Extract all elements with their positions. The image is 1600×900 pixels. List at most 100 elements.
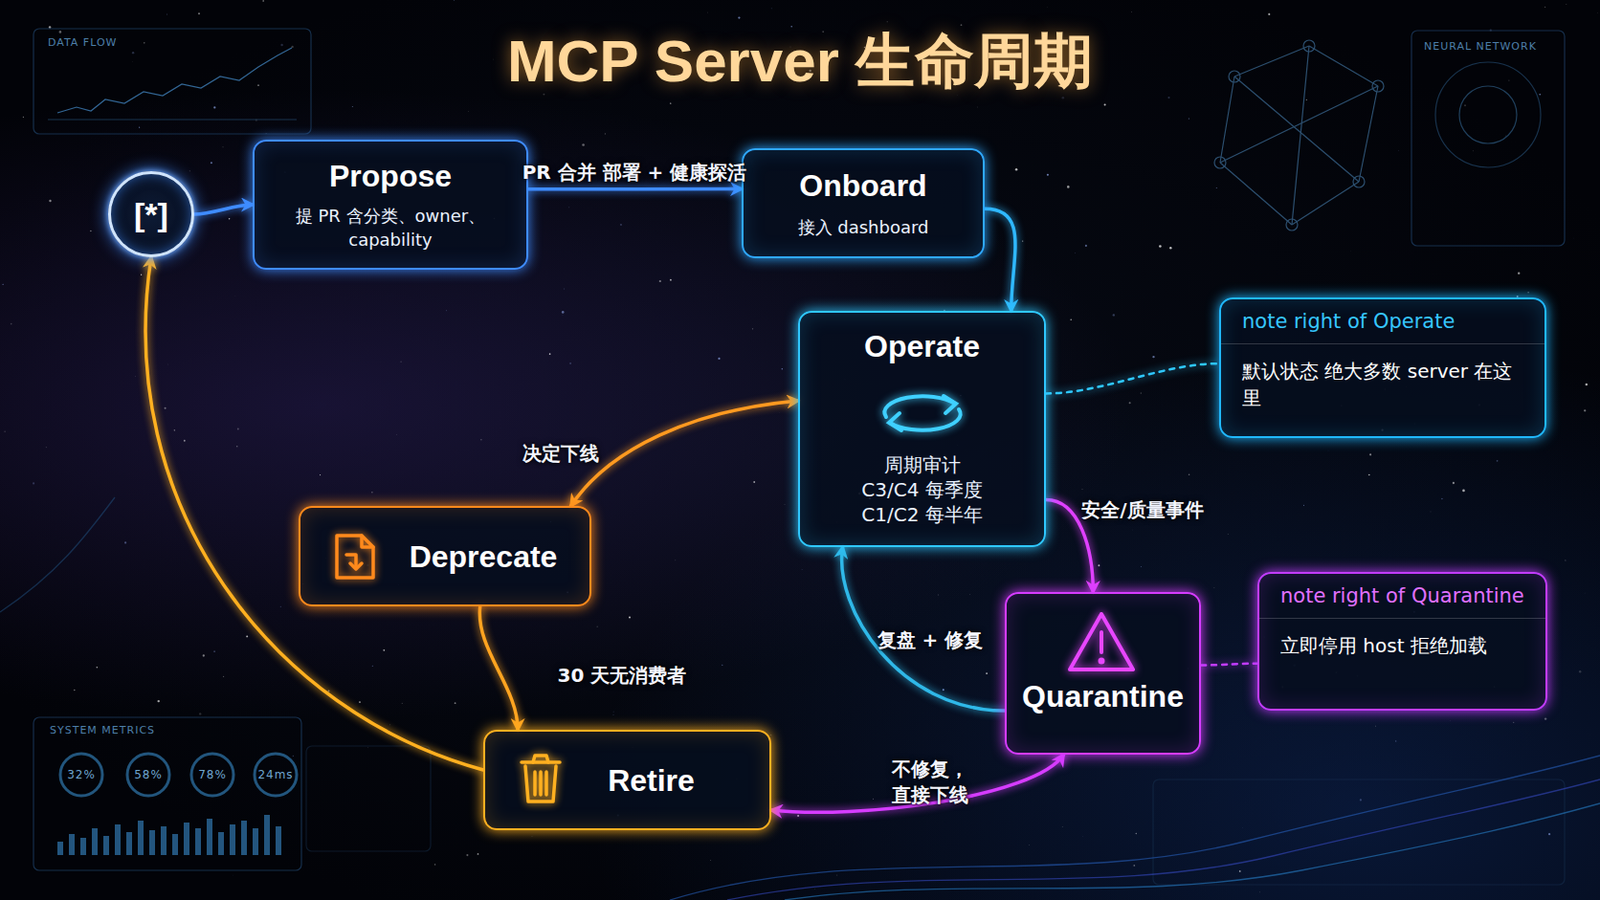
node-title: note right of Operate	[1221, 299, 1545, 345]
star	[132, 60, 134, 63]
node-title: Retire	[607, 762, 695, 800]
star	[1464, 104, 1467, 107]
star	[1112, 313, 1115, 316]
star	[1069, 319, 1072, 322]
star	[371, 491, 373, 493]
star	[156, 700, 159, 703]
hud-label: NEURAL NETWORK	[1423, 40, 1537, 53]
star	[1350, 250, 1352, 252]
star	[753, 481, 756, 484]
star	[752, 328, 754, 330]
hud-label: 78%	[198, 768, 227, 782]
star	[1066, 185, 1070, 189]
star	[189, 170, 191, 172]
star	[969, 593, 972, 596]
node-body: 默认状态 绝大多数 server 在这里	[1221, 344, 1545, 412]
star	[1548, 833, 1551, 836]
star	[1585, 383, 1589, 387]
star	[1022, 241, 1023, 243]
star	[1327, 449, 1330, 452]
star	[1135, 833, 1137, 835]
star	[262, 0, 265, 2]
star	[1242, 826, 1245, 829]
wave-lines	[0, 497, 1600, 900]
star	[568, 206, 570, 208]
star	[1239, 870, 1242, 873]
star	[955, 94, 958, 97]
star	[937, 594, 939, 596]
star	[1565, 3, 1568, 6]
star	[1045, 6, 1047, 8]
star	[1213, 586, 1216, 589]
star	[613, 714, 615, 716]
star	[232, 874, 235, 877]
star	[531, 836, 533, 838]
star	[228, 218, 231, 221]
star	[778, 412, 780, 414]
star	[1152, 355, 1155, 358]
node-title: Propose	[329, 157, 452, 195]
star	[669, 102, 672, 105]
star	[960, 23, 963, 26]
star	[1140, 566, 1143, 569]
star	[1046, 174, 1049, 177]
transition-arrow	[984, 208, 1016, 312]
node-title: Quarantine	[1022, 678, 1184, 715]
transition-arrow	[194, 204, 253, 215]
star	[814, 888, 816, 890]
star	[1517, 272, 1520, 275]
star	[73, 689, 75, 691]
star	[800, 568, 803, 571]
star	[737, 16, 740, 19]
star	[166, 363, 169, 366]
star	[222, 146, 224, 149]
note-box: note right of Operate默认状态 绝大多数 server 在这…	[1219, 297, 1547, 439]
star	[1303, 505, 1305, 507]
star	[707, 11, 709, 13]
star	[48, 25, 51, 28]
star	[1082, 836, 1085, 839]
star	[1452, 482, 1455, 485]
star	[1167, 96, 1170, 99]
star	[434, 864, 436, 866]
star	[1538, 93, 1540, 95]
star	[1359, 799, 1362, 801]
star	[174, 429, 176, 431]
edge-label: 30 天无消费者	[557, 663, 688, 689]
star	[352, 106, 354, 108]
star	[319, 474, 321, 476]
star	[143, 42, 145, 44]
star	[1169, 246, 1172, 249]
star	[1578, 670, 1581, 673]
star	[454, 702, 457, 705]
star	[1544, 717, 1547, 720]
edge-label: 决定下线	[522, 441, 600, 467]
dashed-leader	[1200, 664, 1258, 667]
star	[790, 25, 793, 28]
star	[213, 106, 216, 109]
star	[783, 504, 786, 507]
star	[1158, 244, 1162, 248]
star	[1333, 162, 1336, 165]
star	[96, 666, 98, 668]
hud-label: 58%	[133, 768, 163, 782]
state-box: Propose提 PR 含分类、owner、capability	[252, 139, 529, 270]
star	[985, 672, 988, 675]
star	[1074, 251, 1077, 254]
node-title: Operate	[864, 328, 980, 365]
star	[183, 440, 186, 443]
star	[245, 635, 248, 638]
transition-arrow	[528, 187, 742, 192]
star	[797, 815, 800, 818]
star	[710, 859, 712, 862]
star	[1583, 592, 1586, 595]
transition-arrow	[842, 547, 1005, 712]
star	[669, 279, 672, 282]
metric-bars	[57, 815, 282, 856]
star	[358, 701, 361, 704]
hud-label: SYSTEM METRICS	[49, 724, 156, 737]
star	[1062, 96, 1066, 100]
star	[234, 295, 237, 298]
star	[1131, 11, 1134, 14]
